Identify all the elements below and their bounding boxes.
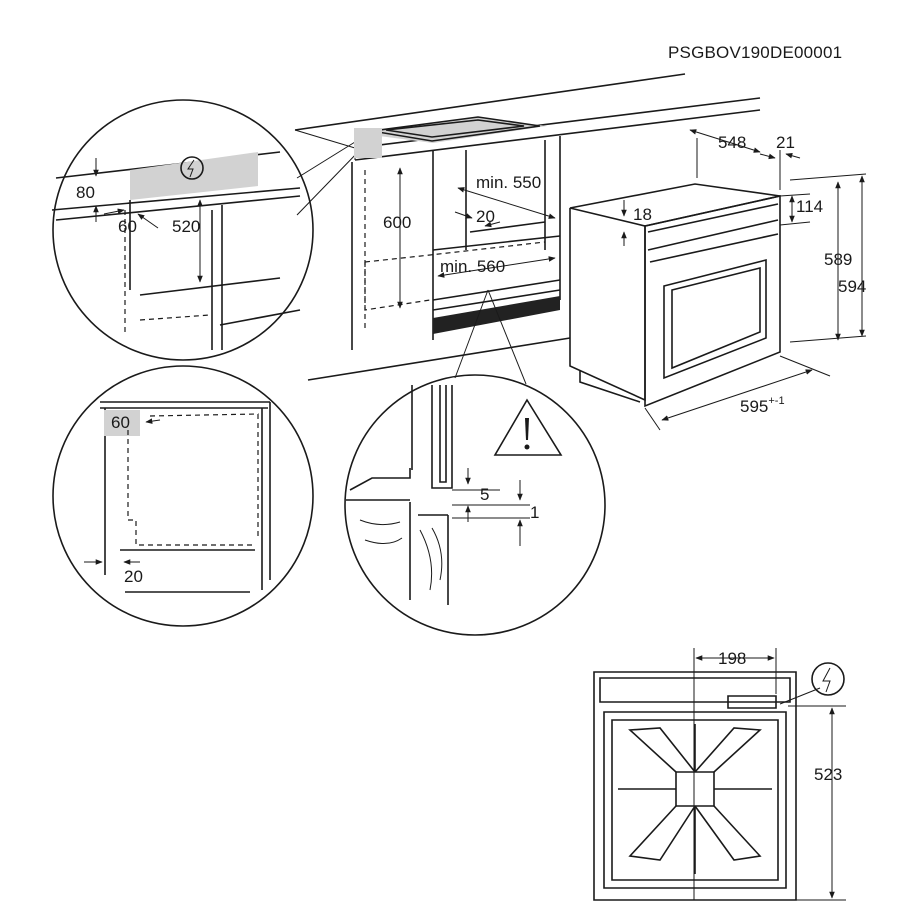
electric-connection-icon-rear <box>811 662 845 696</box>
dim-548: 548 <box>718 133 746 152</box>
dim-60-top: 60 <box>118 217 137 236</box>
dim-min-550: min. 550 <box>476 173 541 192</box>
dim-1: 1 <box>530 503 539 522</box>
dim-60-mid: 60 <box>111 413 130 432</box>
dim-20-cabinet: 20 <box>476 207 495 226</box>
rear-view: 198 523 <box>593 648 846 901</box>
dim-589: 589 <box>824 250 852 269</box>
document-code: PSGBOV190DE00001 <box>668 43 842 62</box>
dim-18: 18 <box>633 205 652 224</box>
electric-connection-icon <box>180 156 204 180</box>
warning-triangle-icon <box>493 398 563 456</box>
dim-20-mid: 20 <box>124 567 143 586</box>
dim-114: 114 <box>796 197 823 216</box>
dim-80: 80 <box>76 183 95 202</box>
cabinet-view: 600 min. 550 20 min. 560 <box>294 73 761 381</box>
detail-side-clearance: 60 20 <box>52 365 314 627</box>
dim-198: 198 <box>718 649 746 668</box>
dim-594: 594 <box>838 277 866 296</box>
dim-595-tolerance: +-1 <box>768 395 784 407</box>
dim-min-560: min. 560 <box>440 257 505 276</box>
dim-5: 5 <box>480 485 489 504</box>
oven-view: 548 21 18 114 589 594 595+-1 <box>569 129 866 431</box>
dim-595: 595+-1 <box>740 395 785 416</box>
detail-gap-warning: 5 1 <box>344 289 606 636</box>
dim-523: 523 <box>814 765 842 784</box>
dim-21: 21 <box>776 133 795 152</box>
dim-520: 520 <box>172 217 200 236</box>
dim-600: 600 <box>383 213 411 232</box>
detail-electric-connection: 80 60 520 <box>51 99 382 361</box>
